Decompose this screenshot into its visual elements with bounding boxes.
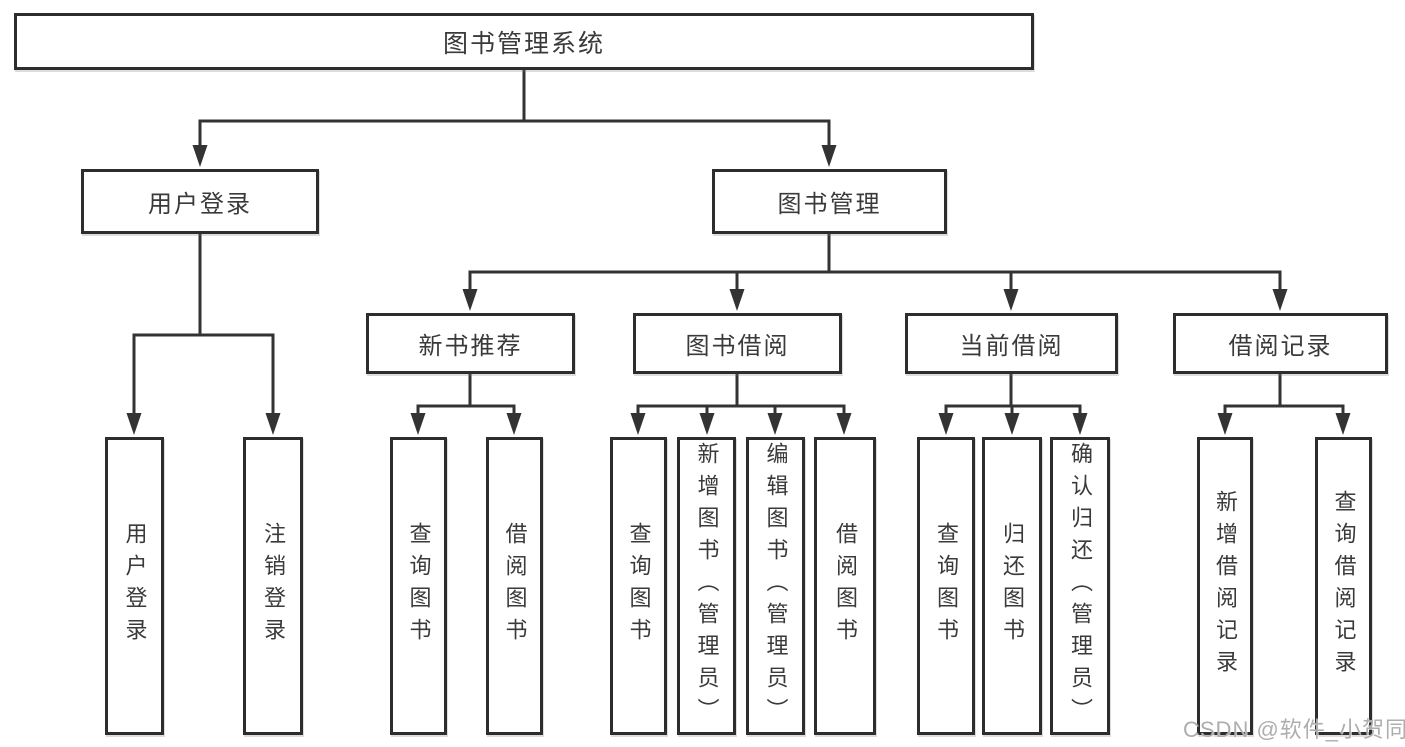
leaf-query-books-borrowing: 查询图书 [610, 437, 667, 735]
leaf-label: 编辑图书（管理员） [763, 442, 789, 730]
leaf-user-login: 用户登录 [105, 437, 164, 735]
csdn-watermark: CSDN @软件_小贺同学 [1183, 717, 1405, 742]
node-current-borrowing: 当前借阅 [905, 313, 1118, 374]
node-user-login-branch: 用户登录 [81, 169, 319, 234]
leaf-confirm-return-admin: 确认归还（管理员） [1050, 437, 1110, 735]
leaf-label: 查询图书 [406, 522, 432, 650]
leaf-borrow-books-borrowing: 借阅图书 [814, 437, 876, 735]
leaf-label: 归还图书 [1000, 522, 1025, 650]
node-book-management: 图书管理 [712, 169, 947, 234]
node-book-borrowing: 图书借阅 [633, 313, 842, 374]
leaf-label: 查询图书 [626, 522, 652, 650]
leaf-edit-book-admin: 编辑图书（管理员） [746, 437, 805, 735]
leaf-query-borrow-record: 查询借阅记录 [1315, 437, 1372, 735]
leaf-label: 确认归还（管理员） [1068, 442, 1093, 730]
leaf-label: 借阅图书 [502, 522, 528, 650]
leaf-label: 注销登录 [261, 522, 286, 650]
leaf-label: 新增图书（管理员） [694, 442, 720, 730]
leaf-query-books-current: 查询图书 [917, 437, 975, 735]
node-borrowing-records: 借阅记录 [1173, 313, 1388, 374]
leaf-query-books-recommend: 查询图书 [390, 437, 447, 735]
leaf-logout: 注销登录 [243, 437, 303, 735]
leaf-add-borrow-record: 新增借阅记录 [1197, 437, 1253, 735]
leaf-return-book: 归还图书 [982, 437, 1042, 735]
node-new-book-recommend: 新书推荐 [366, 313, 575, 374]
leaf-label: 用户登录 [122, 522, 148, 650]
leaf-label: 查询借阅记录 [1331, 490, 1357, 682]
leaf-label: 借阅图书 [833, 522, 858, 650]
node-library-system: 图书管理系统 [14, 13, 1034, 70]
leaf-borrow-books-recommend: 借阅图书 [486, 437, 543, 735]
leaf-add-book-admin: 新增图书（管理员） [677, 437, 736, 735]
leaf-label: 查询图书 [934, 522, 959, 650]
leaf-label: 新增借阅记录 [1213, 490, 1238, 682]
